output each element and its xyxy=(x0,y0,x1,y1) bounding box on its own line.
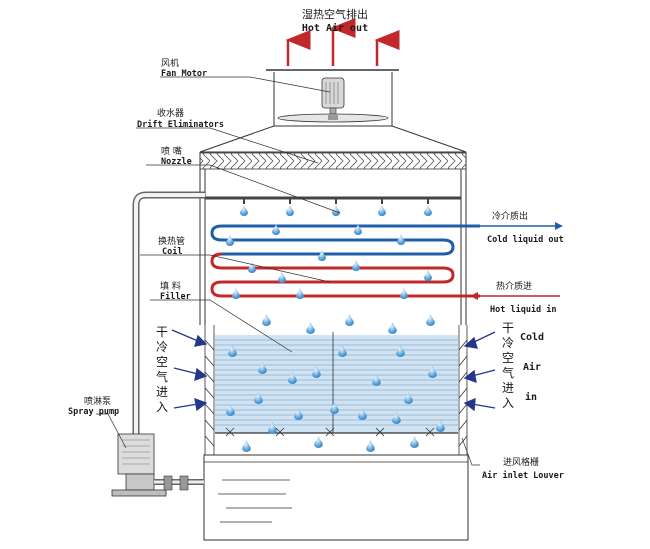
cold-out-label-cn: 冷介质出 xyxy=(492,210,528,222)
right-air-en-air: Air xyxy=(523,361,541,373)
left-air-in-text: 干 冷 空 气 进 入 xyxy=(156,325,168,414)
right-air-char: 气 xyxy=(502,365,514,380)
louver-label-cn: 进风格栅 xyxy=(503,456,539,468)
filler-label-cn: 填 料 xyxy=(160,280,181,292)
hot-liquid-in-arrow xyxy=(470,292,560,300)
drift-label-cn: 收水器 xyxy=(157,107,184,119)
right-air-char: 入 xyxy=(502,396,514,410)
hot-air-out-en: Hot Air out xyxy=(302,22,368,34)
fan-motor-icon xyxy=(277,77,389,123)
right-air-char: 干 xyxy=(502,321,514,335)
air-inlet-louver-left xyxy=(204,325,215,455)
drift-label-en: Drift Eliminators xyxy=(137,119,224,130)
cold-liquid-out-arrow xyxy=(466,222,563,230)
right-air-en-in: in xyxy=(525,391,537,403)
filler-label-en: Filler xyxy=(160,291,191,302)
spray-manifold xyxy=(205,196,461,204)
drift-eliminators xyxy=(199,152,467,170)
air-in-arrows-right xyxy=(463,331,496,412)
right-air-char: 进 xyxy=(502,381,514,395)
water-basin xyxy=(203,454,469,541)
air-in-arrows-left xyxy=(171,329,208,412)
right-air-char: 空 xyxy=(502,351,514,365)
spray-pump-icon xyxy=(111,433,204,497)
pump-label-en: Spray pump xyxy=(68,407,119,417)
louver-label-en: Air inlet Louver xyxy=(482,470,564,481)
right-air-en-cold: Cold xyxy=(520,332,544,343)
leader-lines xyxy=(96,76,480,466)
left-air-char: 进 xyxy=(156,385,168,399)
coil-label-en: Coil xyxy=(162,246,182,257)
left-air-char: 冷 xyxy=(156,340,168,354)
fan-housing xyxy=(266,69,399,127)
right-air-char: 冷 xyxy=(502,336,514,350)
nozzle-label-en: Nozzle xyxy=(161,157,192,167)
fan-label-en: Fan Motor xyxy=(161,69,207,79)
left-air-char: 空 xyxy=(156,355,168,369)
tower-roof xyxy=(199,125,467,153)
coil-label-cn: 换热管 xyxy=(158,235,185,247)
left-air-char: 干 xyxy=(156,325,168,339)
fan-label-cn: 风机 xyxy=(161,57,179,69)
left-air-char: 气 xyxy=(156,369,168,384)
hot-air-out-arrows xyxy=(285,18,400,66)
pump-label-cn: 喷淋泵 xyxy=(84,395,111,407)
hot-in-label-en: Hot liquid in xyxy=(490,304,557,315)
filler-zone xyxy=(215,332,458,434)
left-air-char: 入 xyxy=(156,400,168,414)
heat-exchange-coil xyxy=(210,224,480,298)
spray-riser-pipe xyxy=(132,191,205,435)
fill-supports xyxy=(225,427,435,437)
right-air-in-text: 干 冷 空 气 进 入 Cold Air in xyxy=(502,321,544,410)
hot-air-out-cn: 湿热空气排出 xyxy=(302,7,368,21)
nozzle-label-cn: 喷 嘴 xyxy=(161,146,182,157)
cold-out-label-en: Cold liquid out xyxy=(487,234,564,245)
hot-in-label-cn: 热介质进 xyxy=(496,280,532,292)
